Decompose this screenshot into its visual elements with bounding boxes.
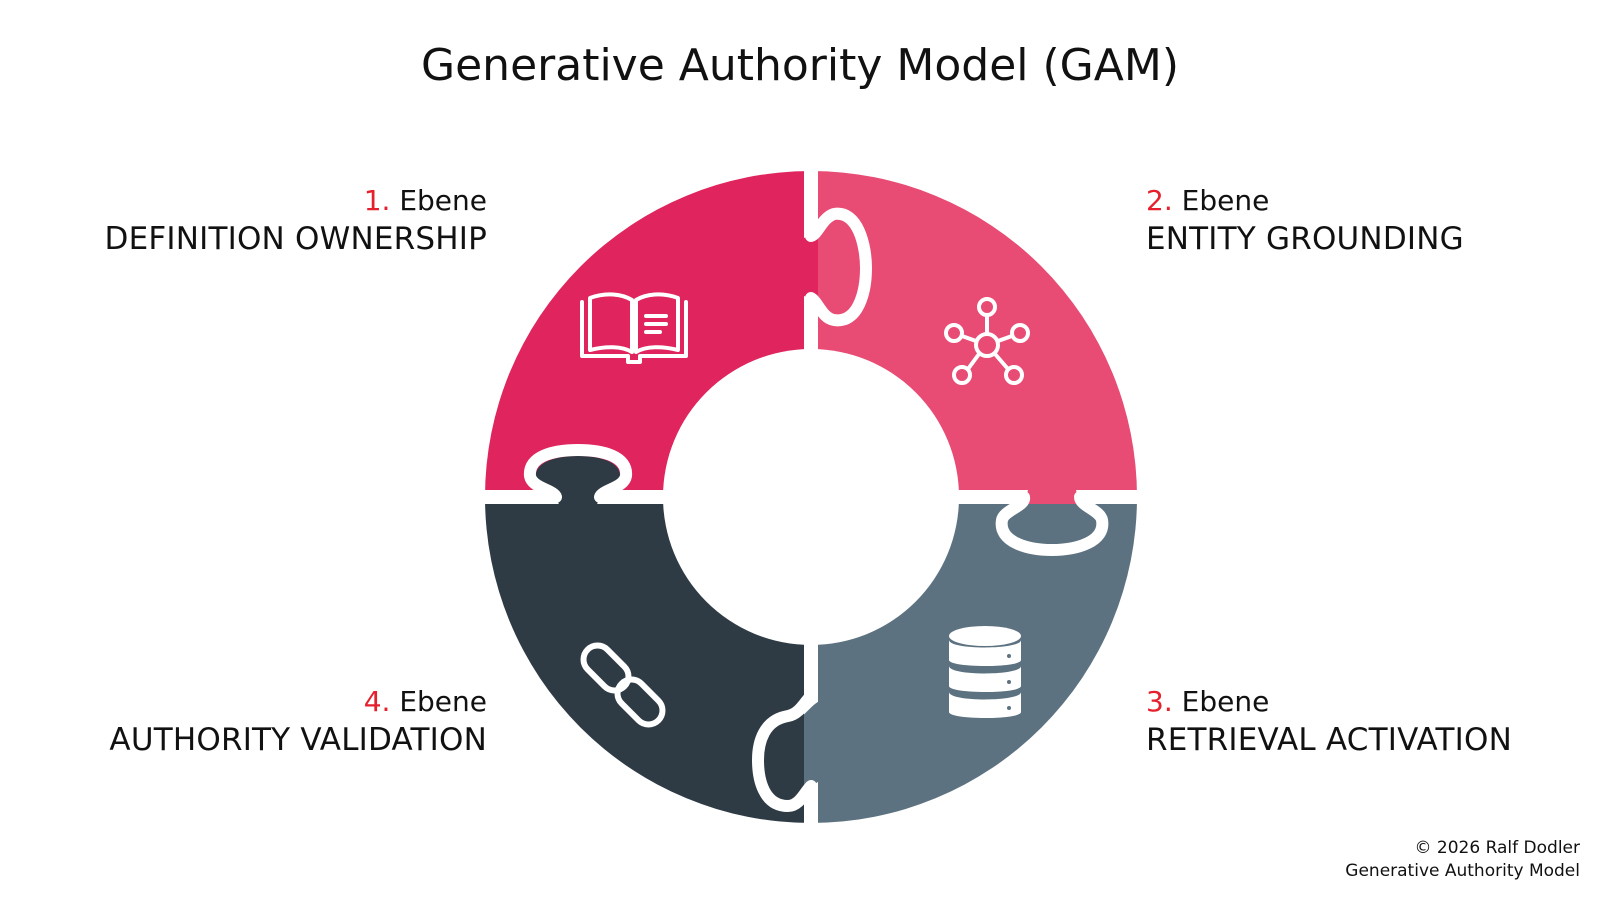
level-number: 4. <box>363 685 391 718</box>
copyright-text: © 2026 Ralf Dodler <box>1414 838 1581 858</box>
level-2-label: 2. Ebene ENTITY GROUNDING <box>1146 183 1566 259</box>
level-number: 2. <box>1146 184 1173 217</box>
level-name: ENTITY GROUNDING <box>1146 221 1464 257</box>
chain-link-icon <box>580 642 666 728</box>
level-name: DEFINITION OWNERSHIP <box>104 221 487 257</box>
level-word: Ebene <box>399 685 487 718</box>
level-name: RETRIEVAL ACTIVATION <box>1146 722 1512 758</box>
level-4-label: 4. Ebene AUTHORITY VALIDATION <box>67 684 487 760</box>
footer-credit: © 2026 Ralf Dodler Generative Authority … <box>1345 837 1580 883</box>
level-word: Ebene <box>1181 685 1270 718</box>
network-nodes-icon <box>944 297 1030 385</box>
page-title: Generative Authority Model (GAM) <box>421 40 1179 91</box>
level-1-label: 1. Ebene DEFINITION OWNERSHIP <box>67 183 487 259</box>
level-3-label: 3. Ebene RETRIEVAL ACTIVATION <box>1146 684 1566 760</box>
level-number: 1. <box>363 184 391 217</box>
database-icon <box>949 626 1021 718</box>
level-name: AUTHORITY VALIDATION <box>109 722 487 758</box>
level-number: 3. <box>1146 685 1173 718</box>
level-word: Ebene <box>1181 184 1270 217</box>
puzzle-piece-2 <box>818 171 1137 544</box>
footer-subtitle: Generative Authority Model <box>1345 861 1580 881</box>
level-word: Ebene <box>399 184 487 217</box>
puzzle-piece-3 <box>764 504 1137 823</box>
open-book-icon <box>580 292 688 364</box>
